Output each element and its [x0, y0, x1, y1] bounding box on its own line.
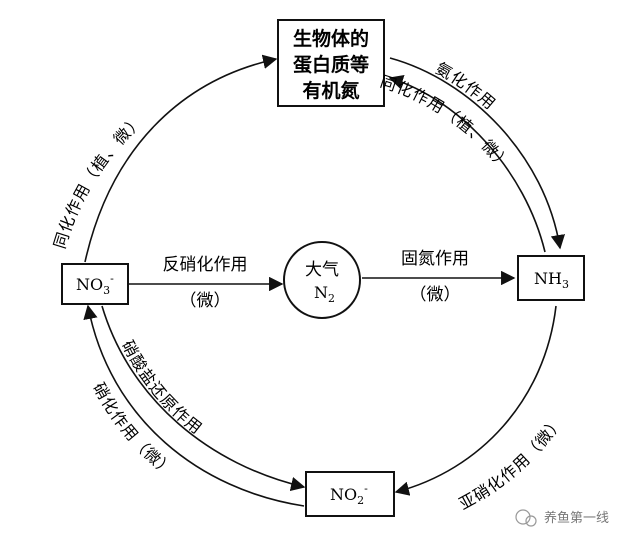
svg-text:N2: N2: [314, 283, 335, 305]
denitrification-organism: （微）: [180, 291, 231, 311]
node-organic-nitrogen: 生物体的 蛋白质等 有机氮: [277, 19, 385, 107]
nitrite-formula: NO: [330, 485, 357, 504]
atmosphere-label: 大气: [305, 260, 339, 280]
svg-text:NO3-: NO3-: [76, 272, 114, 297]
nitrate-subscript: 3: [103, 284, 110, 297]
wechat-icon: [515, 509, 531, 525]
arrow-no2-to-no3: [83, 304, 305, 507]
svg-text:NO2-: NO2-: [330, 482, 368, 507]
assimilation-left-label: 同化作用（植、微）: [50, 111, 147, 251]
n2-formula: N: [314, 283, 328, 302]
svg-text:同化作用（植、微）: 同化作用（植、微）: [378, 72, 515, 175]
n2-subscript: 2: [328, 292, 335, 305]
fixation-label: 固氮作用: [401, 249, 469, 269]
denitrification-label: 反硝化作用: [163, 255, 248, 275]
nitrite-subscript: 2: [357, 494, 364, 507]
arrow-nh3-to-protein: [388, 75, 546, 253]
svg-text:同化作用（植、微）: 同化作用（植、微）: [50, 111, 148, 251]
organic-nitrogen-line3: 有机氮: [302, 79, 359, 102]
nitrate-charge: -: [110, 272, 114, 285]
arrow-no3-to-protein: [84, 54, 278, 263]
nitrate-formula: NO: [76, 275, 103, 294]
assimilation-right-label: 同化作用（植、微）: [378, 72, 514, 175]
node-nitrate: NO3-: [61, 263, 129, 305]
arrow-nh3-to-no2: [394, 305, 557, 496]
ammonia-subscript: 3: [562, 278, 569, 291]
arrow-protein-to-nh3: [389, 57, 566, 250]
arrow-no3-to-no2: [101, 305, 306, 492]
watermark: 养鱼第一线: [515, 509, 609, 527]
node-atmospheric-n2: 大气 N2: [283, 241, 361, 319]
nitrite-charge: -: [364, 482, 368, 495]
node-nitrite: NO2-: [305, 471, 395, 517]
organic-nitrogen-line2: 蛋白质等: [293, 53, 369, 76]
node-ammonia: NH3: [517, 255, 585, 301]
svg-text:NH3: NH3: [534, 269, 569, 291]
ammonia-formula: NH: [534, 269, 562, 288]
svg-text:亚硝化作用（微）: 亚硝化作用（微）: [456, 412, 567, 514]
organic-nitrogen-line1: 生物体的: [293, 27, 369, 50]
fixation-organism: （微）: [410, 285, 461, 305]
watermark-text: 养鱼第一线: [544, 510, 609, 526]
nitrite-oxidation-label: 亚硝化作用（微）: [456, 412, 566, 514]
